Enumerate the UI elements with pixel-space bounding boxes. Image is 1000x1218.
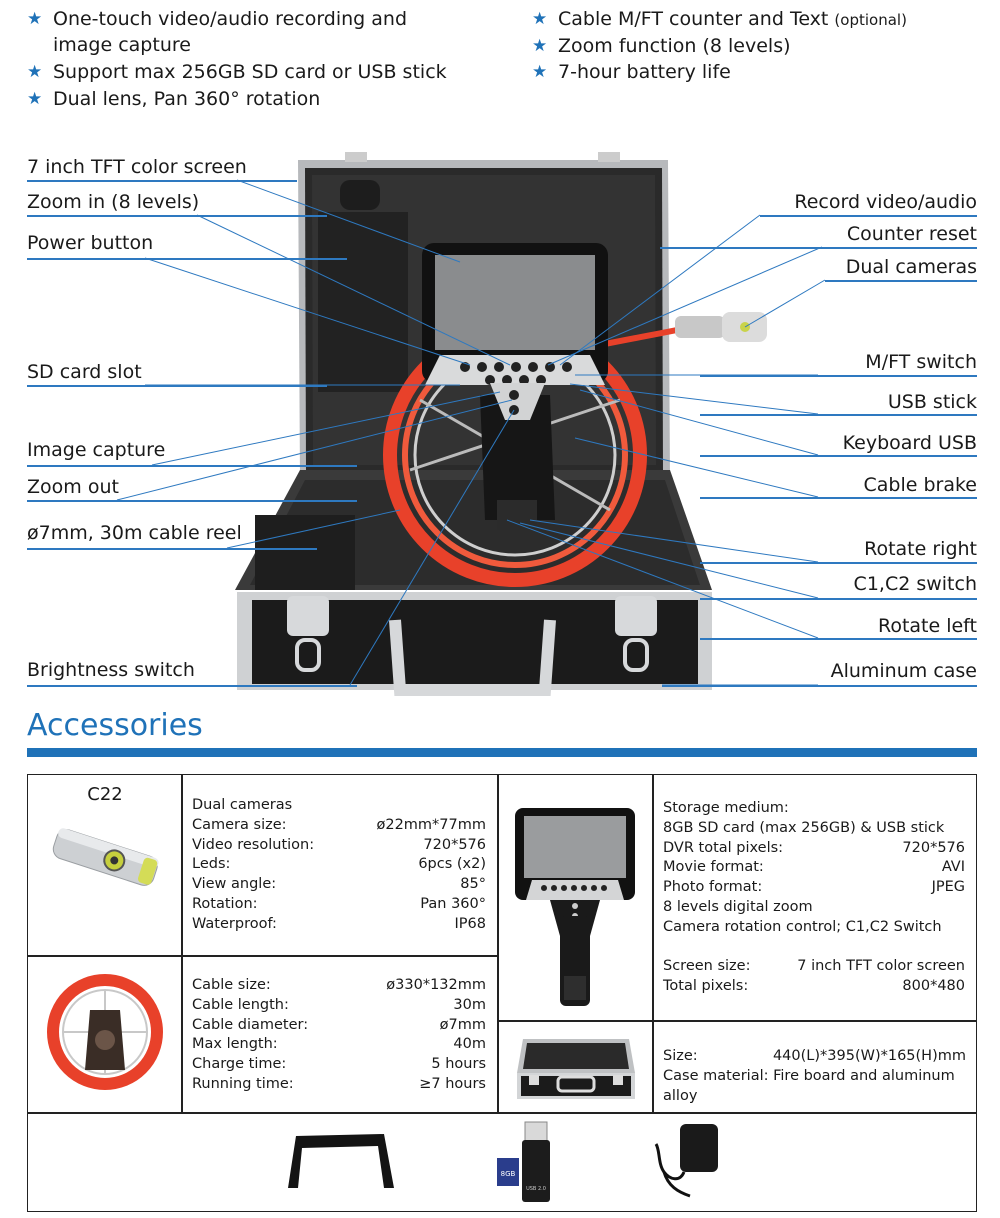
callout-underline <box>27 215 327 217</box>
case-spec-cell <box>652 1020 977 1114</box>
camera-image-cell <box>27 774 183 957</box>
spec-row: Video resolution:720*576 <box>192 836 486 853</box>
callout-underline <box>700 414 977 416</box>
star-icon: ★ <box>27 62 43 82</box>
callout-underline <box>700 562 977 564</box>
callout-underline <box>760 215 977 217</box>
callout-label: USB stick <box>887 391 977 413</box>
monitor-specs: Storage medium: 8GB SD card (max 256GB) … <box>663 799 965 997</box>
cable-reel-image <box>47 974 163 1090</box>
callout-label: Counter reset <box>846 223 977 245</box>
monitor-unit <box>422 243 608 420</box>
charger-image <box>654 1124 718 1198</box>
accessories-title: Accessories <box>27 708 203 743</box>
feature-item: ★ Dual lens, Pan 360° rotation <box>27 88 321 110</box>
feature-item: ★ One-touch video/audio recording and im… <box>27 8 408 56</box>
callout-label: Brightness switch <box>27 659 195 681</box>
camera-model: C22 <box>87 784 123 805</box>
spec-row: Cable length:30m <box>192 996 486 1013</box>
spec-row: Waterproof:IP68 <box>192 915 486 932</box>
spec-row: Size:440(L)*395(W)*165(H)mm <box>663 1048 966 1064</box>
callout-underline <box>27 258 347 260</box>
spec-row: Photo format:JPEG <box>663 879 965 896</box>
sunshade-image <box>288 1134 394 1188</box>
sd-card-label: 8GB <box>501 1170 516 1178</box>
case-image <box>517 1039 635 1099</box>
callout-underline <box>27 180 297 182</box>
callout-underline <box>662 685 977 687</box>
callout-underline <box>27 500 357 502</box>
usb-reader-image: 8GB USB 2.0 <box>497 1121 550 1202</box>
callout-label: Zoom out <box>27 476 119 498</box>
cable-specs: Cable size:ø330*132mm Cable length:30m C… <box>192 976 486 1095</box>
star-icon: ★ <box>532 62 548 82</box>
monitor-image-cell <box>497 774 654 1022</box>
callout-label: C1,C2 switch <box>853 573 977 595</box>
callout-label: Zoom in (8 levels) <box>27 191 200 213</box>
callout-label: Record video/audio <box>794 191 977 213</box>
spec-row: Charge time:5 hours <box>192 1056 486 1073</box>
callout-underline <box>660 247 977 249</box>
product-illustration <box>116 152 826 696</box>
spec-row: Camera size:ø22mm*77mm <box>192 816 486 833</box>
callout-underline <box>825 280 977 282</box>
callout-underline <box>700 598 977 600</box>
feature-item: ★ 7-hour battery life <box>532 61 731 83</box>
extras-cell <box>27 1112 977 1212</box>
case-specs: Size:440(L)*395(W)*165(H)mm Case materia… <box>663 1048 966 1104</box>
callout-underline <box>27 685 357 687</box>
star-icon: ★ <box>532 9 548 29</box>
camera-specs: Dual cameras Camera size:ø22mm*77mm Vide… <box>192 796 486 935</box>
spec-row: Max length:40m <box>192 1036 486 1053</box>
spec-row: Movie format:AVI <box>663 859 965 876</box>
callout-label: 7 inch TFT color screen <box>27 156 247 178</box>
accessories-divider <box>27 748 977 757</box>
monitor-spec-cell <box>652 774 977 1022</box>
callout-label: Aluminum case <box>830 660 977 682</box>
feature-item: ★ Cable M/FT counter and Text (optional) <box>532 8 907 30</box>
case-image-cell <box>497 1020 654 1114</box>
star-icon: ★ <box>27 89 43 109</box>
camera-probe-image <box>52 828 159 886</box>
handheld-unit <box>480 395 555 530</box>
spec-row: Running time:≥7 hours <box>192 1075 486 1092</box>
callout-underline <box>27 385 327 387</box>
callout-label: Rotate left <box>877 615 977 637</box>
callout-underline <box>700 455 977 457</box>
callout-underline <box>700 497 977 499</box>
callout-label: Rotate right <box>864 538 977 560</box>
spec-row: Cable diameter:ø7mm <box>192 1016 486 1033</box>
callout-label: Keyboard USB <box>842 432 977 454</box>
callout-underline <box>700 638 977 640</box>
star-icon: ★ <box>27 9 43 29</box>
callout-label: Dual cameras <box>845 256 977 278</box>
reel-image-cell <box>27 955 183 1114</box>
star-icon: ★ <box>532 36 548 56</box>
feature-item: ★ Support max 256GB SD card or USB stick <box>27 61 447 83</box>
feature-item: ★ Zoom function (8 levels) <box>532 35 791 57</box>
callout-underline <box>27 548 317 550</box>
spec-row: Cable size:ø330*132mm <box>192 977 486 993</box>
spec-row: View angle:85° <box>192 876 486 893</box>
callout-label: Cable brake <box>863 474 977 496</box>
dual-camera-probe <box>675 312 767 342</box>
spec-row: Leds:6pcs (x2) <box>192 856 486 873</box>
monitor-image <box>515 808 635 1006</box>
callout-label: ø7mm, 30m cable reel <box>27 522 242 544</box>
callout-underline <box>700 375 977 377</box>
callout-label: Image capture <box>27 439 166 461</box>
callout-underline <box>27 465 357 467</box>
spec-row: Screen size:7 inch TFT color screen <box>663 958 965 975</box>
camera-spec-cell <box>181 774 499 957</box>
spec-row: DVR total pixels:720*576 <box>663 839 965 856</box>
reader-label: USB 2.0 <box>526 1186 546 1192</box>
reel-spec-cell <box>181 955 499 1114</box>
callout-label: SD card slot <box>27 361 142 383</box>
callout-label: M/FT switch <box>865 351 977 373</box>
spec-row: Total pixels:800*480 <box>663 978 965 995</box>
spec-row: Rotation:Pan 360° <box>192 895 486 912</box>
callout-label: Power button <box>27 232 154 254</box>
